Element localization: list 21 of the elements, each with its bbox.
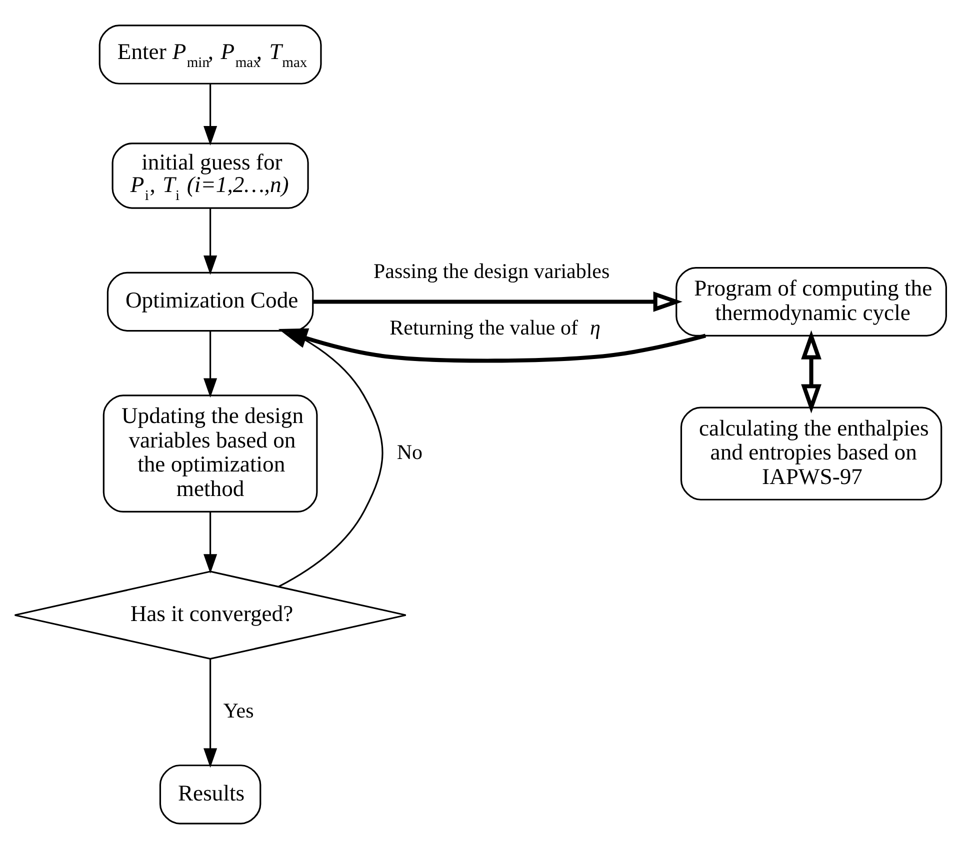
edge-label: Returning the value of η [390,316,600,340]
arrow [204,658,218,768]
node-box: Results [159,764,262,824]
arrow [204,331,218,398]
node-box: Program of computing the thermodynamic cycle [676,266,947,336]
arrow [204,208,218,275]
edge-label: Passing the design variables [373,259,610,284]
arrow [204,512,218,574]
node-box: Enter P$_{min}$, P$_{max}$, T$_{max}$ [98,24,322,84]
edge-label: Yes [223,698,254,723]
edge-label: No [396,440,423,464]
arrow [801,330,822,414]
arrow [204,84,218,146]
node-box: calculating the enthalpies and entropies based on IAPWS-97 [680,406,942,500]
node-box: Updating the design variables based on the optimization method [102,394,318,513]
arrow [278,330,384,588]
node-box: Optimization Code [106,272,314,332]
arrow [278,328,706,363]
arrow [312,292,682,312]
node-box: initial guess for P$_{i}$, T$_{i}$ (i=1,2…,n) [112,142,309,209]
node-diamond: Has it converged? [14,570,407,660]
